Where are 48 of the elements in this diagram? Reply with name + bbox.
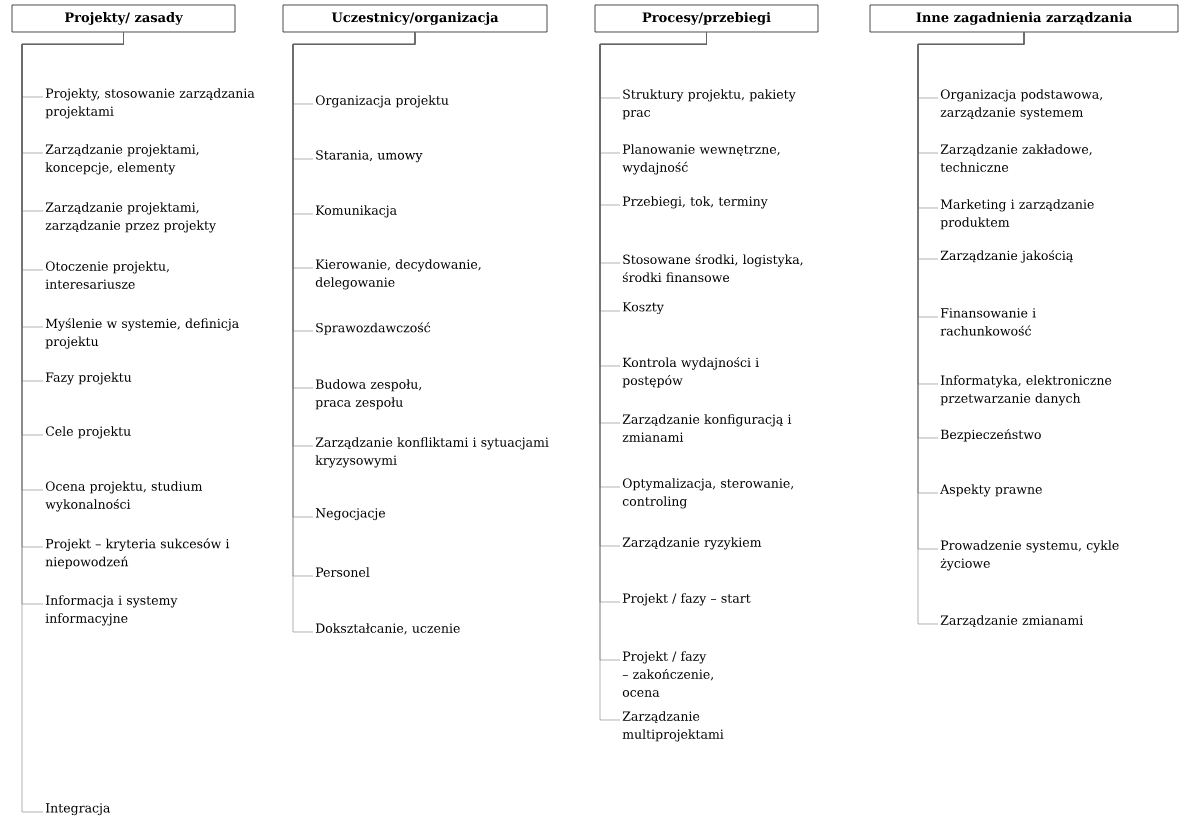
list-item: Prowadzenie systemu, cykle życiowe bbox=[940, 540, 1119, 571]
list-item: Zarządzanie jakością bbox=[940, 250, 1073, 263]
list-item: Stosowane środki, logistyka, środki finansowe bbox=[622, 254, 803, 283]
list-item: Dokształcanie, uczenie bbox=[315, 623, 460, 635]
list-item: Koszty bbox=[622, 302, 664, 315]
list-item: Negocjacje bbox=[315, 508, 386, 521]
list-item: Ocena projektu, studium wykonalności bbox=[45, 481, 203, 512]
list-item: Optymalizacja, sterowanie, controling bbox=[622, 478, 794, 509]
list-item: Zarządzanie konfliktami i sytuacjami kryzysowymi bbox=[315, 437, 549, 468]
list-item: Informatyka, elektroniczne przetwarzanie danych bbox=[940, 375, 1112, 406]
category-box: Procesy/przebiegi bbox=[594, 4, 819, 33]
tree-connector bbox=[21, 32, 124, 813]
list-item: Marketing i zarządzanie produktem bbox=[940, 199, 1094, 230]
list-item: Otoczenie projektu, interesariusze bbox=[45, 261, 169, 289]
list-item: Projekt / fazy – zakończenie, ocena bbox=[622, 651, 713, 697]
list-item: Zarządzanie multiprojektami bbox=[622, 711, 724, 742]
list-item: Starania, umowy bbox=[316, 150, 423, 163]
list-item: Komunikacja bbox=[315, 205, 397, 218]
list-item: Organizacja podstawowa, zarządzanie systemem bbox=[940, 89, 1102, 120]
list-item: Myślenie w systemie, definicja projektu bbox=[45, 318, 239, 349]
list-item: Projekt – kryteria sukcesów i niepowodzeń bbox=[45, 538, 230, 569]
category-box: Projekty/ zasady bbox=[11, 4, 236, 33]
list-item: Projekty, stosowanie zarządzania projektami bbox=[45, 88, 255, 119]
list-item: Integracja bbox=[45, 803, 111, 816]
list-item: Informacja i systemy informacyjne bbox=[45, 595, 178, 626]
category-box: Inne zagadnienia zarządzania bbox=[869, 4, 1179, 33]
list-item: Finansowanie i rachunkowość bbox=[940, 308, 1036, 336]
list-item: Zarządzanie konfiguracją i zmianami bbox=[622, 414, 792, 442]
list-item: Zarządzanie ryzykiem bbox=[622, 537, 762, 550]
list-item: Kontrola wydajności i postępów bbox=[622, 357, 759, 388]
list-item: Projekt / fazy – start bbox=[622, 593, 751, 606]
list-item: Personel bbox=[315, 567, 370, 577]
list-item: Sprawozdawczość bbox=[316, 322, 431, 335]
list-item: Fazy projektu bbox=[45, 372, 132, 385]
list-item: Zarządzanie zmianami bbox=[940, 615, 1083, 628]
list-item: Bezpieczeństwo bbox=[940, 429, 1041, 442]
category-box: Uczestnicy/organizacja bbox=[282, 4, 548, 33]
list-item: Kierowanie, decydowanie, delegowanie bbox=[315, 259, 481, 290]
list-item: Zarządzanie zakładowe, techniczne bbox=[940, 144, 1092, 172]
list-item: Struktury projektu, pakiety prac bbox=[622, 89, 796, 120]
list-item: Organizacja projektu bbox=[315, 95, 449, 108]
list-item: Aspekty prawne bbox=[940, 484, 1042, 497]
list-item: Cele projektu bbox=[45, 426, 131, 439]
list-item: Zarządzanie projektami, zarządzanie przez projekty bbox=[45, 202, 216, 233]
list-item: Zarządzanie projektami, koncepcje, elementy bbox=[45, 144, 199, 175]
list-item: Budowa zespołu, praca zespołu bbox=[315, 379, 422, 410]
list-item: Planowanie wewnętrzne, wydajność bbox=[622, 144, 780, 175]
list-item: Przebiegi, tok, terminy bbox=[622, 196, 768, 209]
